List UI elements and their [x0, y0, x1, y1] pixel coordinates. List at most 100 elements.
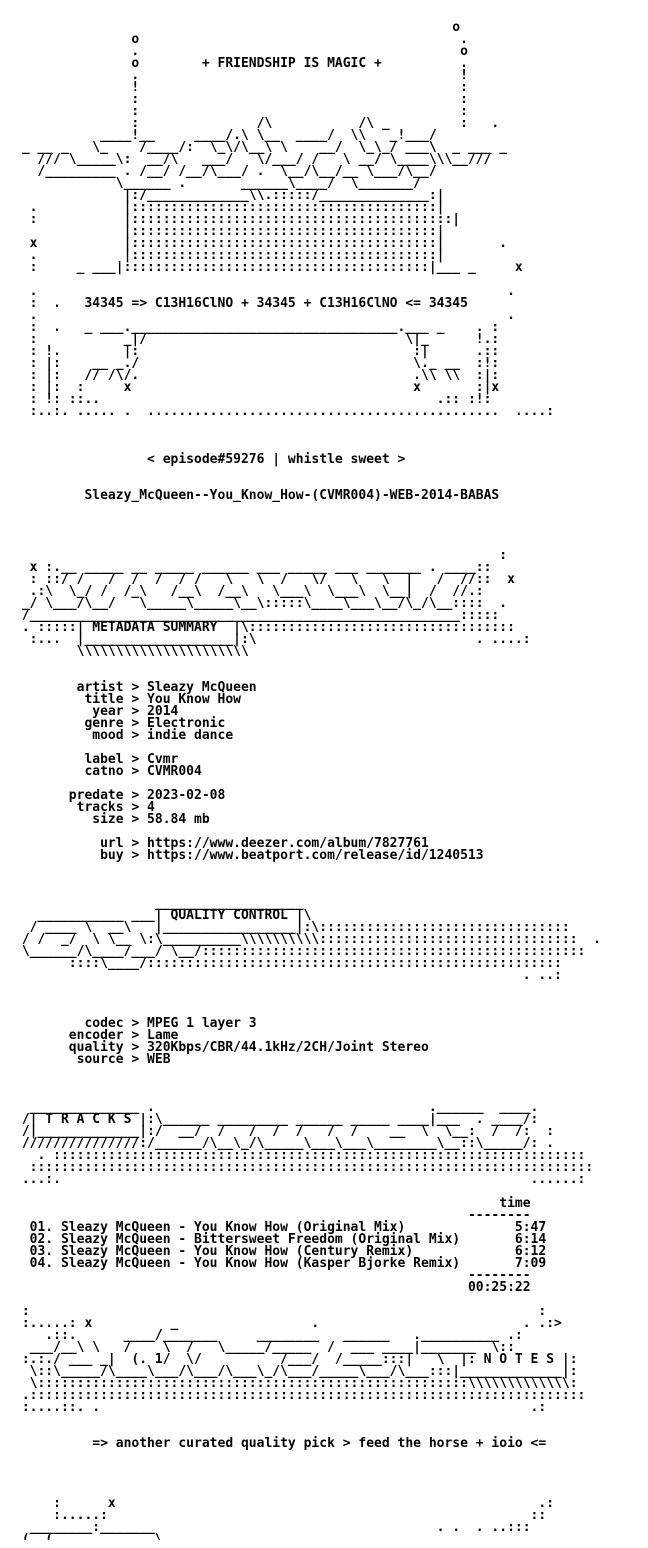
- nfo-line: _ __ _ \_ /____/: \_\/\__\ \ __/ \_\_/ _…: [14, 140, 508, 155]
- nfo-line: .:::::::::::::::::::::::::::::::::::::::…: [14, 1388, 586, 1403]
- nfo-line: : . 34345 => C13H16ClNO + 34345 + C13H16…: [14, 296, 508, 311]
- nfo-line: => another curated quality pick > feed t…: [14, 1436, 547, 1451]
- nfo-line: artist > Sleazy McQueen: [14, 680, 257, 695]
- nfo-line: : |: : x x :|x: [14, 380, 500, 395]
- nfo-line: :: [14, 548, 508, 563]
- nfo-line: ____!__ ____/.\ \__ ____/ \\ _!___/: [14, 128, 437, 143]
- nfo-line: : :: [14, 104, 468, 119]
- nfo-line: ___________ ___| QUALITY CONTROL |\: [14, 908, 312, 923]
- nfo-line: ::::::::::::::::::::::::::::::::::::::::…: [14, 1160, 594, 1175]
- nfo-line: [14, 862, 644, 874]
- nfo-line: url > https://www.deezer.com/album/78277…: [14, 836, 429, 851]
- nfo-line: [14, 1462, 644, 1474]
- nfo-line: :....::. . .:: [14, 1400, 547, 1415]
- nfo-line: title > You Know How: [14, 692, 241, 707]
- nfo-line: : |: // /\/. .\\ \\ :|:: [14, 368, 500, 383]
- nfo-line: ( (.______. \___: [14, 1532, 187, 1540]
- nfo-line: \______ . ______\____/ \_______/: [14, 176, 421, 191]
- nfo-line: . o: [14, 44, 468, 59]
- nfo-line: .:\ \_/ / /_\ /__\ /__\ \___\ \___\ \__|…: [14, 584, 484, 599]
- nfo-line: \\\\\\\\\\\\\\\\\\\\\\: [14, 644, 249, 659]
- nfo-line: ________:_______ . . . ..:::: [14, 1520, 531, 1535]
- nfo-line: . |:::::::::::::::::::::::::::::::::::::…: [14, 248, 500, 263]
- nfo-line: [14, 514, 644, 526]
- nfo-line: encoder > Lame: [14, 1028, 179, 1043]
- nfo-line: < episode#59276 | whistle sweet >: [14, 452, 406, 467]
- nfo-line: codec > MPEG 1 layer 3: [14, 1016, 257, 1031]
- nfo-line: [14, 658, 644, 670]
- nfo-line: x |:::::::::::::::::::::::::::::::::::::…: [14, 236, 508, 251]
- nfo-line: [14, 1414, 644, 1426]
- nfo-line: . |:::::::::::::::::::::::::::::::::::::…: [14, 200, 445, 215]
- nfo-line: [14, 994, 644, 1006]
- nfo-line: genre > Electronic: [14, 716, 226, 731]
- nfo-line: : !: ::.. .:: :!:: [14, 392, 492, 407]
- nfo-line: \______/\____/___/ \__/:::::::::::::::::…: [14, 944, 586, 959]
- nfo-line: x :.__ _____ __ _____ ______ ___ _____ _…: [14, 560, 492, 575]
- nfo-line: [14, 502, 644, 514]
- nfo-line: ______________ . .______ ____.: [14, 1100, 539, 1115]
- nfo-line: buy > https://www.beatport.com/release/i…: [14, 848, 484, 863]
- nfo-line: . ..:: [14, 968, 562, 983]
- nfo-line: tracks > 4: [14, 800, 155, 815]
- nfo-line: 02. Sleazy McQueen - Bittersweet Freedom…: [14, 1232, 547, 1247]
- nfo-line: [14, 466, 644, 478]
- nfo-line: label > Cvmr: [14, 752, 179, 767]
- nfo-line: [14, 1474, 644, 1486]
- nfo-line: Sleazy_McQueen--You_Know_How-(CVMR004)-W…: [14, 488, 500, 503]
- nfo-line: /_________ . /__/ /__/\___/ . \__/\__/__…: [14, 164, 437, 179]
- nfo-line: [14, 418, 644, 430]
- nfo-line: 03. Sleazy McQueen - You Know How (Centu…: [14, 1244, 547, 1259]
- nfo-line: : /\ /\ _ : .: [14, 116, 500, 131]
- nfo-line: o .: [14, 32, 468, 47]
- nfo-line: ...:. ......:: [14, 1172, 586, 1187]
- nfo-line: ___________________: [14, 896, 304, 911]
- nfo-line: \::\_____/\____\___/\___/\___\_/\___/___…: [14, 1364, 578, 1379]
- nfo-line: :.....: ::: [14, 1508, 547, 1523]
- nfo-line: --------: [14, 1208, 531, 1223]
- nfo-line: predate > 2023-02-08: [14, 788, 226, 803]
- nfo-line: . .: [14, 308, 515, 323]
- nfo-line: 00:25:22: [14, 1280, 531, 1295]
- nfo-line: catno > CVMR004: [14, 764, 202, 779]
- nfo-line: :.:./ ___ _| (. 1/ \/ /___/ /_____:::| \…: [14, 1352, 578, 1367]
- nfo-line: o + FRIENDSHIP IS MAGIC + .: [14, 56, 468, 71]
- nfo-text: o o . . o o + FRIENDSHIP IS MAGIC + . .: [14, 10, 644, 1540]
- nfo-line: : _|/ \|_ !.:: [14, 332, 500, 347]
- nfo-line: |:::::::::::::::::::::::::::::::::::::::…: [14, 224, 445, 239]
- nfo-line: [14, 526, 644, 538]
- nfo-line: :... |___________________|:\ . ....:: [14, 632, 531, 647]
- nfo-line: . .: [14, 284, 515, 299]
- nfo-line: /| T R A C K S |:\______ _________ _____…: [14, 1112, 539, 1127]
- nfo-line: . ::::::::::::::::::::::::::::::::::::::…: [14, 1148, 586, 1163]
- nfo-line: /// \_____\: __/\ ___/ \/___/ / \ __/ \_…: [14, 152, 492, 167]
- nfo-line: 04. Sleazy McQueen - You Know How (Kaspe…: [14, 1256, 547, 1271]
- nfo-line: [14, 874, 644, 886]
- nfo-line: o: [14, 20, 461, 35]
- nfo-line: source > WEB: [14, 1052, 171, 1067]
- nfo-line: quality > 320Kbps/CBR/44.1kHz/2CH/Joint …: [14, 1040, 429, 1055]
- nfo-line: [14, 982, 644, 994]
- nfo-line: ! :: [14, 80, 468, 95]
- nfo-line: |:/_____________\\.:::::/______________:…: [14, 188, 445, 203]
- nfo-line: :.....: x _ . . .:>: [14, 1316, 562, 1331]
- nfo-line: : |: __ _./ \._ __ :!:: [14, 356, 500, 371]
- nfo-line: ///////////////:/______/\__\_/\_____\___…: [14, 1136, 555, 1151]
- nfo-line: : |:::::::::::::::::::::::::::::::::::::…: [14, 212, 461, 227]
- nfo-line: --------: [14, 1268, 531, 1283]
- nfo-line: \:::::::::::::::::::::::::::::::::::::::…: [14, 1376, 578, 1391]
- nfo-line: : _ ___|::::::::::::::::::::::::::::::::…: [14, 260, 523, 275]
- nfo-line: time: [14, 1196, 531, 1211]
- nfo-line: ::::\____/::::::::::::::::::::::::::::::…: [14, 956, 562, 971]
- nfo-line: / / _/ \ \__ \:\__________\\\\\\\\\\::::…: [14, 932, 601, 947]
- nfo-line: . :::::| METADATA SUMMARY |\::::::::::::…: [14, 620, 515, 635]
- nfo-line: : :: [14, 1304, 547, 1319]
- nfo-line: : !. |: :| .::: [14, 344, 500, 359]
- nfo-line: : :: [14, 92, 468, 107]
- nfo-line: [14, 430, 644, 442]
- nfo-line: . !: [14, 68, 468, 83]
- nfo-line: : x .:: [14, 1496, 555, 1511]
- nfo-line: .::. ____/_______ ________ ______ ._____…: [14, 1328, 523, 1343]
- nfo-line: /_______________________________________…: [14, 608, 500, 623]
- nfo-line: _/ \___/\__/ \_____\_____\__\:::::\____\…: [14, 596, 508, 611]
